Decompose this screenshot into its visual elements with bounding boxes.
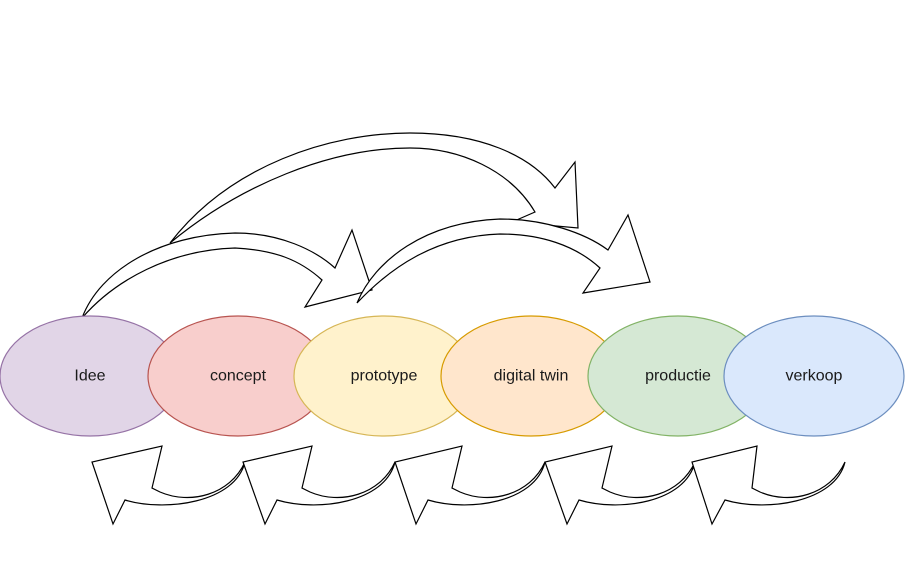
node-verkoop-label: verkoop [786,368,843,385]
feedback-arrow-concept-idee [91,445,246,526]
forward-arrow-concept-productie [169,132,579,244]
forward-arrow-idee-prototype [81,228,373,319]
forward-arrows [81,132,651,319]
feedback-arrows [91,445,846,526]
feedback-arrow-digital-twin-prototype [394,445,546,526]
node-productie-label: productie [645,368,711,385]
feedback-arrow-verkoop-productie [691,445,846,526]
node-verkoop-shape [723,315,905,437]
node-digital-twin-label: digital twin [494,368,569,385]
feedback-arrow-productie-digital-twin [544,445,696,526]
node-prototype-label: prototype [351,368,418,385]
forward-arrow-prototype-productie [356,213,651,304]
node-digital-twin: digital twin [440,315,622,437]
node-verkoop: verkoop [723,315,905,437]
feedback-arrow-prototype-concept [242,445,396,526]
node-idee-label: Idee [74,368,105,385]
node-concept-label: concept [210,368,267,385]
node-concept: concept [147,315,329,437]
nodes: Idee concept prototype digital twin prod… [0,315,905,437]
